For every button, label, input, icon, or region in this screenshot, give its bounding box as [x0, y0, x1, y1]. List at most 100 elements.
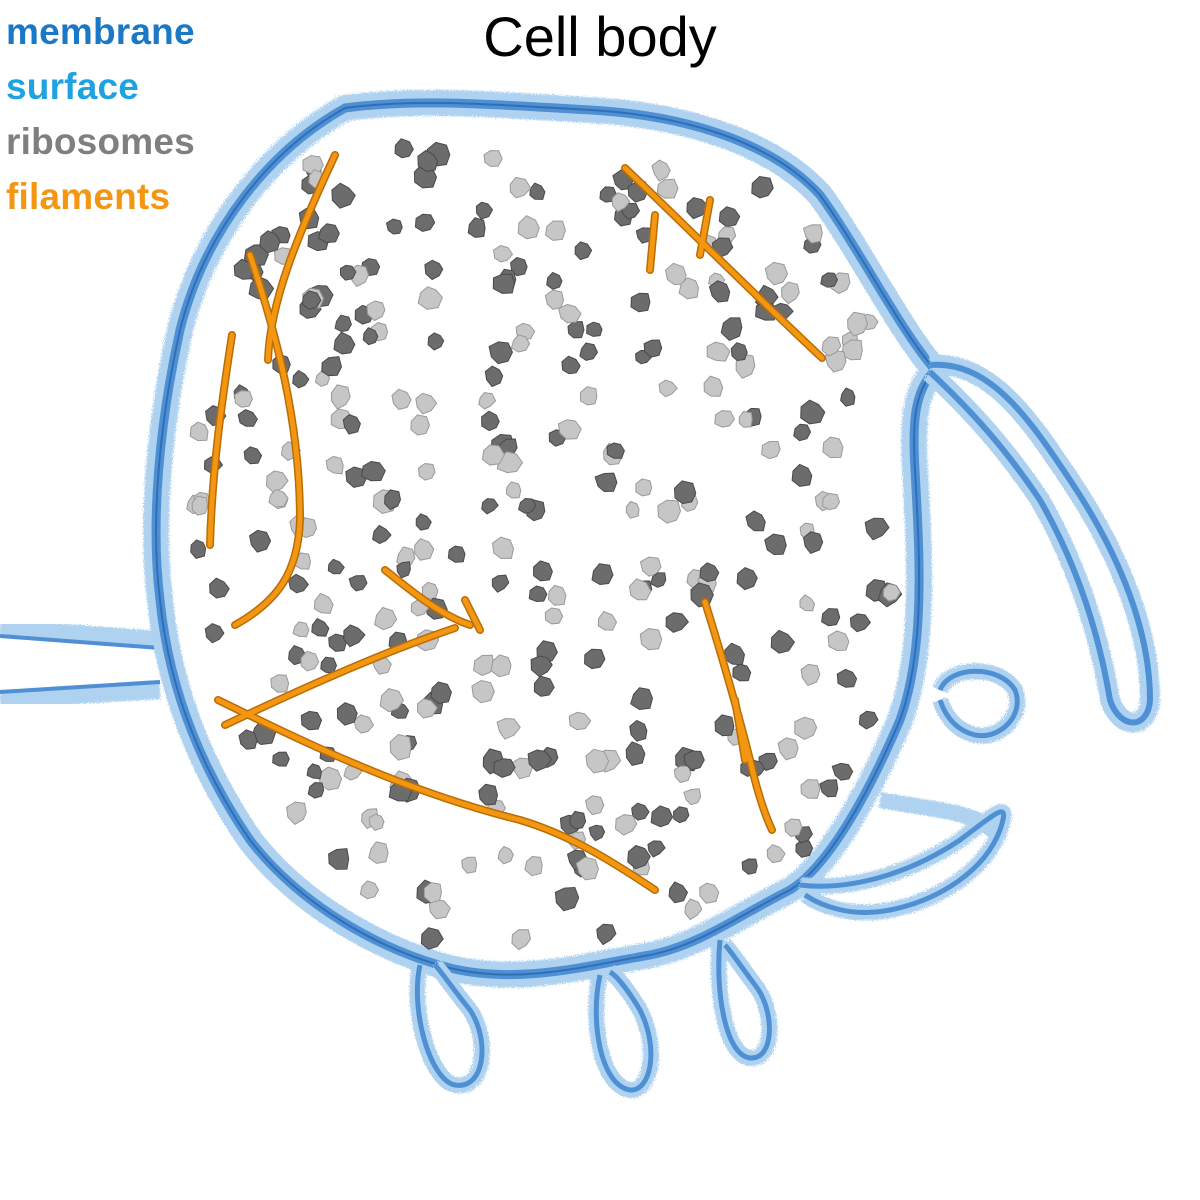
ribosome-particle [307, 782, 325, 799]
ribosome-particle [384, 489, 401, 511]
ribosome-particle [417, 286, 443, 310]
ribosome-particle [686, 197, 710, 220]
ribosome-particle [585, 748, 610, 774]
ribosome-particle [586, 321, 603, 337]
ribosome-particle [706, 341, 731, 362]
ribosome-particle [665, 612, 689, 633]
ribosome-particle [493, 758, 516, 778]
ribosome-particle [569, 810, 587, 830]
ribosome-particle [683, 750, 705, 771]
ribosome-particle [511, 929, 531, 950]
ribosome-particle [781, 281, 800, 305]
ribosome-particle [359, 880, 379, 900]
ribosome-particle [410, 414, 430, 436]
ribosome-particle [803, 224, 823, 244]
ribosome-particle [527, 749, 552, 772]
ribosome-particle [272, 751, 290, 767]
ribosome-particle [343, 624, 366, 648]
right-membrane-process [923, 354, 1161, 733]
ribosome-particle [473, 654, 495, 676]
ribosome-particle [424, 259, 444, 280]
ribosome-particle [568, 711, 592, 731]
ribosome-particle [270, 674, 290, 693]
ribosome-particle [544, 289, 564, 310]
ribosome-particle [668, 881, 688, 904]
ribosome-particle [795, 839, 814, 858]
legend-item-ribosomes: ribosomes [6, 121, 195, 162]
ribosome-particle [647, 840, 666, 858]
ribosome-particle [683, 788, 702, 806]
ribosome-particle [658, 379, 678, 398]
ribosome-particle [493, 245, 513, 263]
ribosome-particle [447, 545, 466, 563]
ribosome-particle [629, 720, 648, 742]
ribosome-particle [481, 410, 500, 432]
ribosome-particle [703, 375, 724, 397]
ribosome-particle [288, 573, 309, 594]
ribosome-particle [481, 498, 499, 515]
ribosome-particle [558, 304, 582, 324]
ribosome-particle [840, 387, 856, 407]
ribosome-particle [379, 688, 404, 713]
ribosome-particle [741, 858, 758, 875]
ribosome-particle [510, 257, 528, 277]
ribosome-particle [259, 230, 281, 254]
ribosome-particle [714, 714, 735, 737]
ribosome-particle [594, 472, 618, 492]
ribosome-particle [300, 650, 320, 672]
ribosome-particle [415, 392, 438, 415]
ribosome-particle [418, 463, 436, 481]
ribosome-particle [484, 365, 504, 387]
ribosome-particle [724, 642, 745, 666]
ribosome-particle [339, 264, 357, 281]
ribosome-particle [471, 680, 495, 704]
ribosome-particle [517, 215, 540, 240]
ribosome-particle [770, 629, 795, 654]
ribosome-particle [615, 814, 638, 836]
ribosome-particle [635, 227, 654, 244]
ribosome-particle [738, 411, 753, 428]
ribosome-particle [238, 729, 258, 750]
ribosome-particle [584, 648, 606, 670]
ribosome-particle [820, 272, 838, 288]
ribosome-particle [784, 818, 803, 837]
ribosome-particle [597, 611, 617, 631]
ribosome-particle [533, 560, 553, 582]
ribosome-particle [800, 399, 826, 425]
ribosome-particle [546, 272, 563, 290]
ribosome-particle [736, 567, 758, 591]
ribosome-particle [415, 513, 432, 531]
ribosome-particle [265, 470, 289, 494]
ribosome-particle [557, 419, 582, 440]
ribosome-particle [417, 698, 438, 719]
ribosome-particle [822, 493, 840, 511]
ribosome-particle [630, 292, 651, 313]
ribosome-particle [361, 461, 386, 482]
ribosome-particle [777, 737, 799, 761]
ribosome-particle [491, 574, 510, 593]
ribosome-particle [864, 517, 890, 541]
ribosome-particle [606, 442, 625, 459]
ribosome-particle [575, 856, 599, 881]
ribosome-particle [342, 414, 361, 435]
ribosome-particle [243, 446, 263, 465]
ribosome-particle [821, 336, 842, 357]
ribosome-particle [505, 481, 522, 499]
ribosome-particle [800, 663, 821, 686]
ribosome-particle [325, 455, 344, 475]
ribosome-particle [428, 899, 451, 920]
ribosome-particle [483, 150, 503, 167]
ribosome-particle [414, 538, 435, 561]
ribosome-particle [302, 290, 322, 310]
ribosome-particle [596, 923, 617, 946]
ribosome-particle [292, 370, 310, 389]
ribosome-particle [389, 734, 412, 761]
membrane-loops [409, 663, 1026, 1098]
ribosome-particle [574, 241, 593, 261]
ribosome-particle [822, 436, 844, 459]
ribosome-particle [386, 218, 403, 235]
ribosome-particle [509, 176, 532, 199]
ribosome-particle [674, 480, 697, 505]
ribosome-particle [657, 499, 681, 524]
cell-membrane [143, 89, 953, 988]
